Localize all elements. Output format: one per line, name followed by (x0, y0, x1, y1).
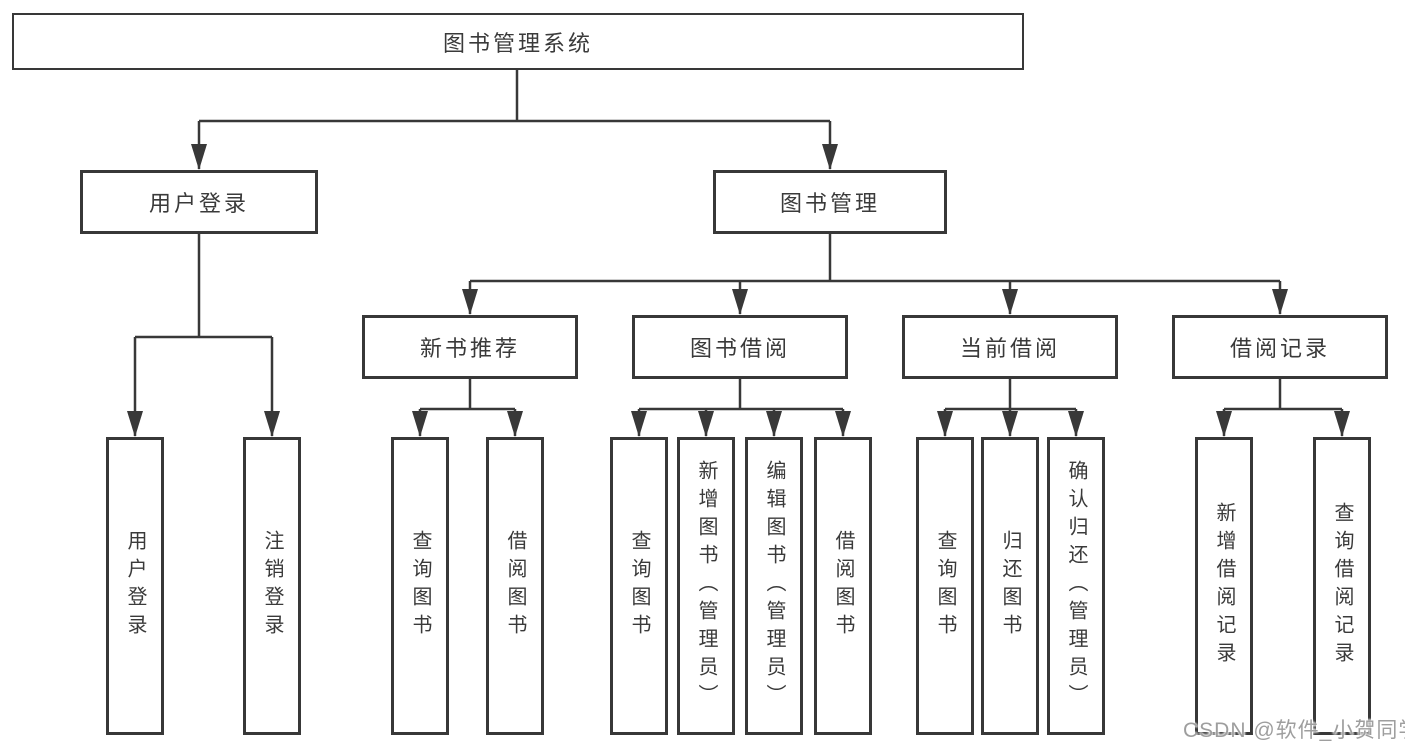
node-query-borrow-record: 查询借阅记录 (1313, 437, 1371, 735)
node-add-book-admin: 新增图书（管理员） (677, 437, 735, 735)
node-edit-book-admin: 编辑图书（管理员） (745, 437, 803, 735)
node-new-book-rec: 新书推荐 (362, 315, 578, 379)
node-borrow-records: 借阅记录 (1172, 315, 1388, 379)
connector-book-borrow-children (631, 379, 851, 437)
node-borrow-records-label: 借阅记录 (1229, 336, 1330, 361)
node-add-borrow-record: 新增借阅记录 (1195, 437, 1253, 735)
node-query-books-borrow: 查询图书 (610, 437, 668, 735)
node-leaf-user-login: 用户登录 (106, 437, 164, 735)
node-leaf-logout: 注销登录 (243, 437, 301, 735)
node-borrow-books-label: 借阅图书 (832, 530, 854, 642)
node-query-books-current: 查询图书 (916, 437, 974, 735)
node-user-login: 用户登录 (80, 170, 318, 234)
node-root: 图书管理系统 (12, 13, 1024, 70)
node-add-book-admin-label: 新增图书（管理员） (695, 460, 717, 712)
node-leaf-logout-label: 注销登录 (261, 530, 283, 642)
node-user-login-label: 用户登录 (148, 191, 249, 216)
node-query-books-current-label: 查询图书 (934, 530, 956, 642)
node-current-borrow-label: 当前借阅 (959, 336, 1060, 361)
node-leaf-user-login-label: 用户登录 (124, 530, 146, 642)
node-book-mgmt-label: 图书管理 (779, 191, 880, 216)
node-root-label: 图书管理系统 (442, 30, 593, 56)
node-book-borrow: 图书借阅 (632, 315, 848, 379)
connector-borrow-records-children (1216, 379, 1350, 437)
node-borrow-books-rec-label: 借阅图书 (504, 530, 526, 642)
connector-book-mgmt-to-level3 (462, 234, 1288, 315)
connector-root-to-level2 (191, 70, 838, 170)
node-query-borrow-record-label: 查询借阅记录 (1331, 502, 1353, 670)
connector-current-borrow-children (937, 379, 1084, 437)
node-query-books-rec-label: 查询图书 (409, 530, 431, 642)
csdn-watermark: CSDN @软件_小贺同学 (1183, 719, 1405, 742)
node-borrow-books: 借阅图书 (814, 437, 872, 735)
node-confirm-return-admin-label: 确认归还（管理员） (1065, 460, 1087, 712)
node-current-borrow: 当前借阅 (902, 315, 1118, 379)
node-return-book-label: 归还图书 (999, 530, 1021, 642)
node-confirm-return-admin: 确认归还（管理员） (1047, 437, 1105, 735)
node-book-mgmt: 图书管理 (713, 170, 947, 234)
node-book-borrow-label: 图书借阅 (689, 336, 790, 361)
node-query-books-rec: 查询图书 (391, 437, 449, 735)
node-query-books-borrow-label: 查询图书 (628, 530, 650, 642)
node-borrow-books-rec: 借阅图书 (486, 437, 544, 735)
node-add-borrow-record-label: 新增借阅记录 (1213, 502, 1235, 670)
connector-user-login-children (127, 234, 280, 437)
node-return-book: 归还图书 (981, 437, 1039, 735)
node-new-book-rec-label: 新书推荐 (419, 336, 520, 361)
node-edit-book-admin-label: 编辑图书（管理员） (763, 460, 785, 712)
connector-new-book-rec-children (412, 379, 523, 437)
